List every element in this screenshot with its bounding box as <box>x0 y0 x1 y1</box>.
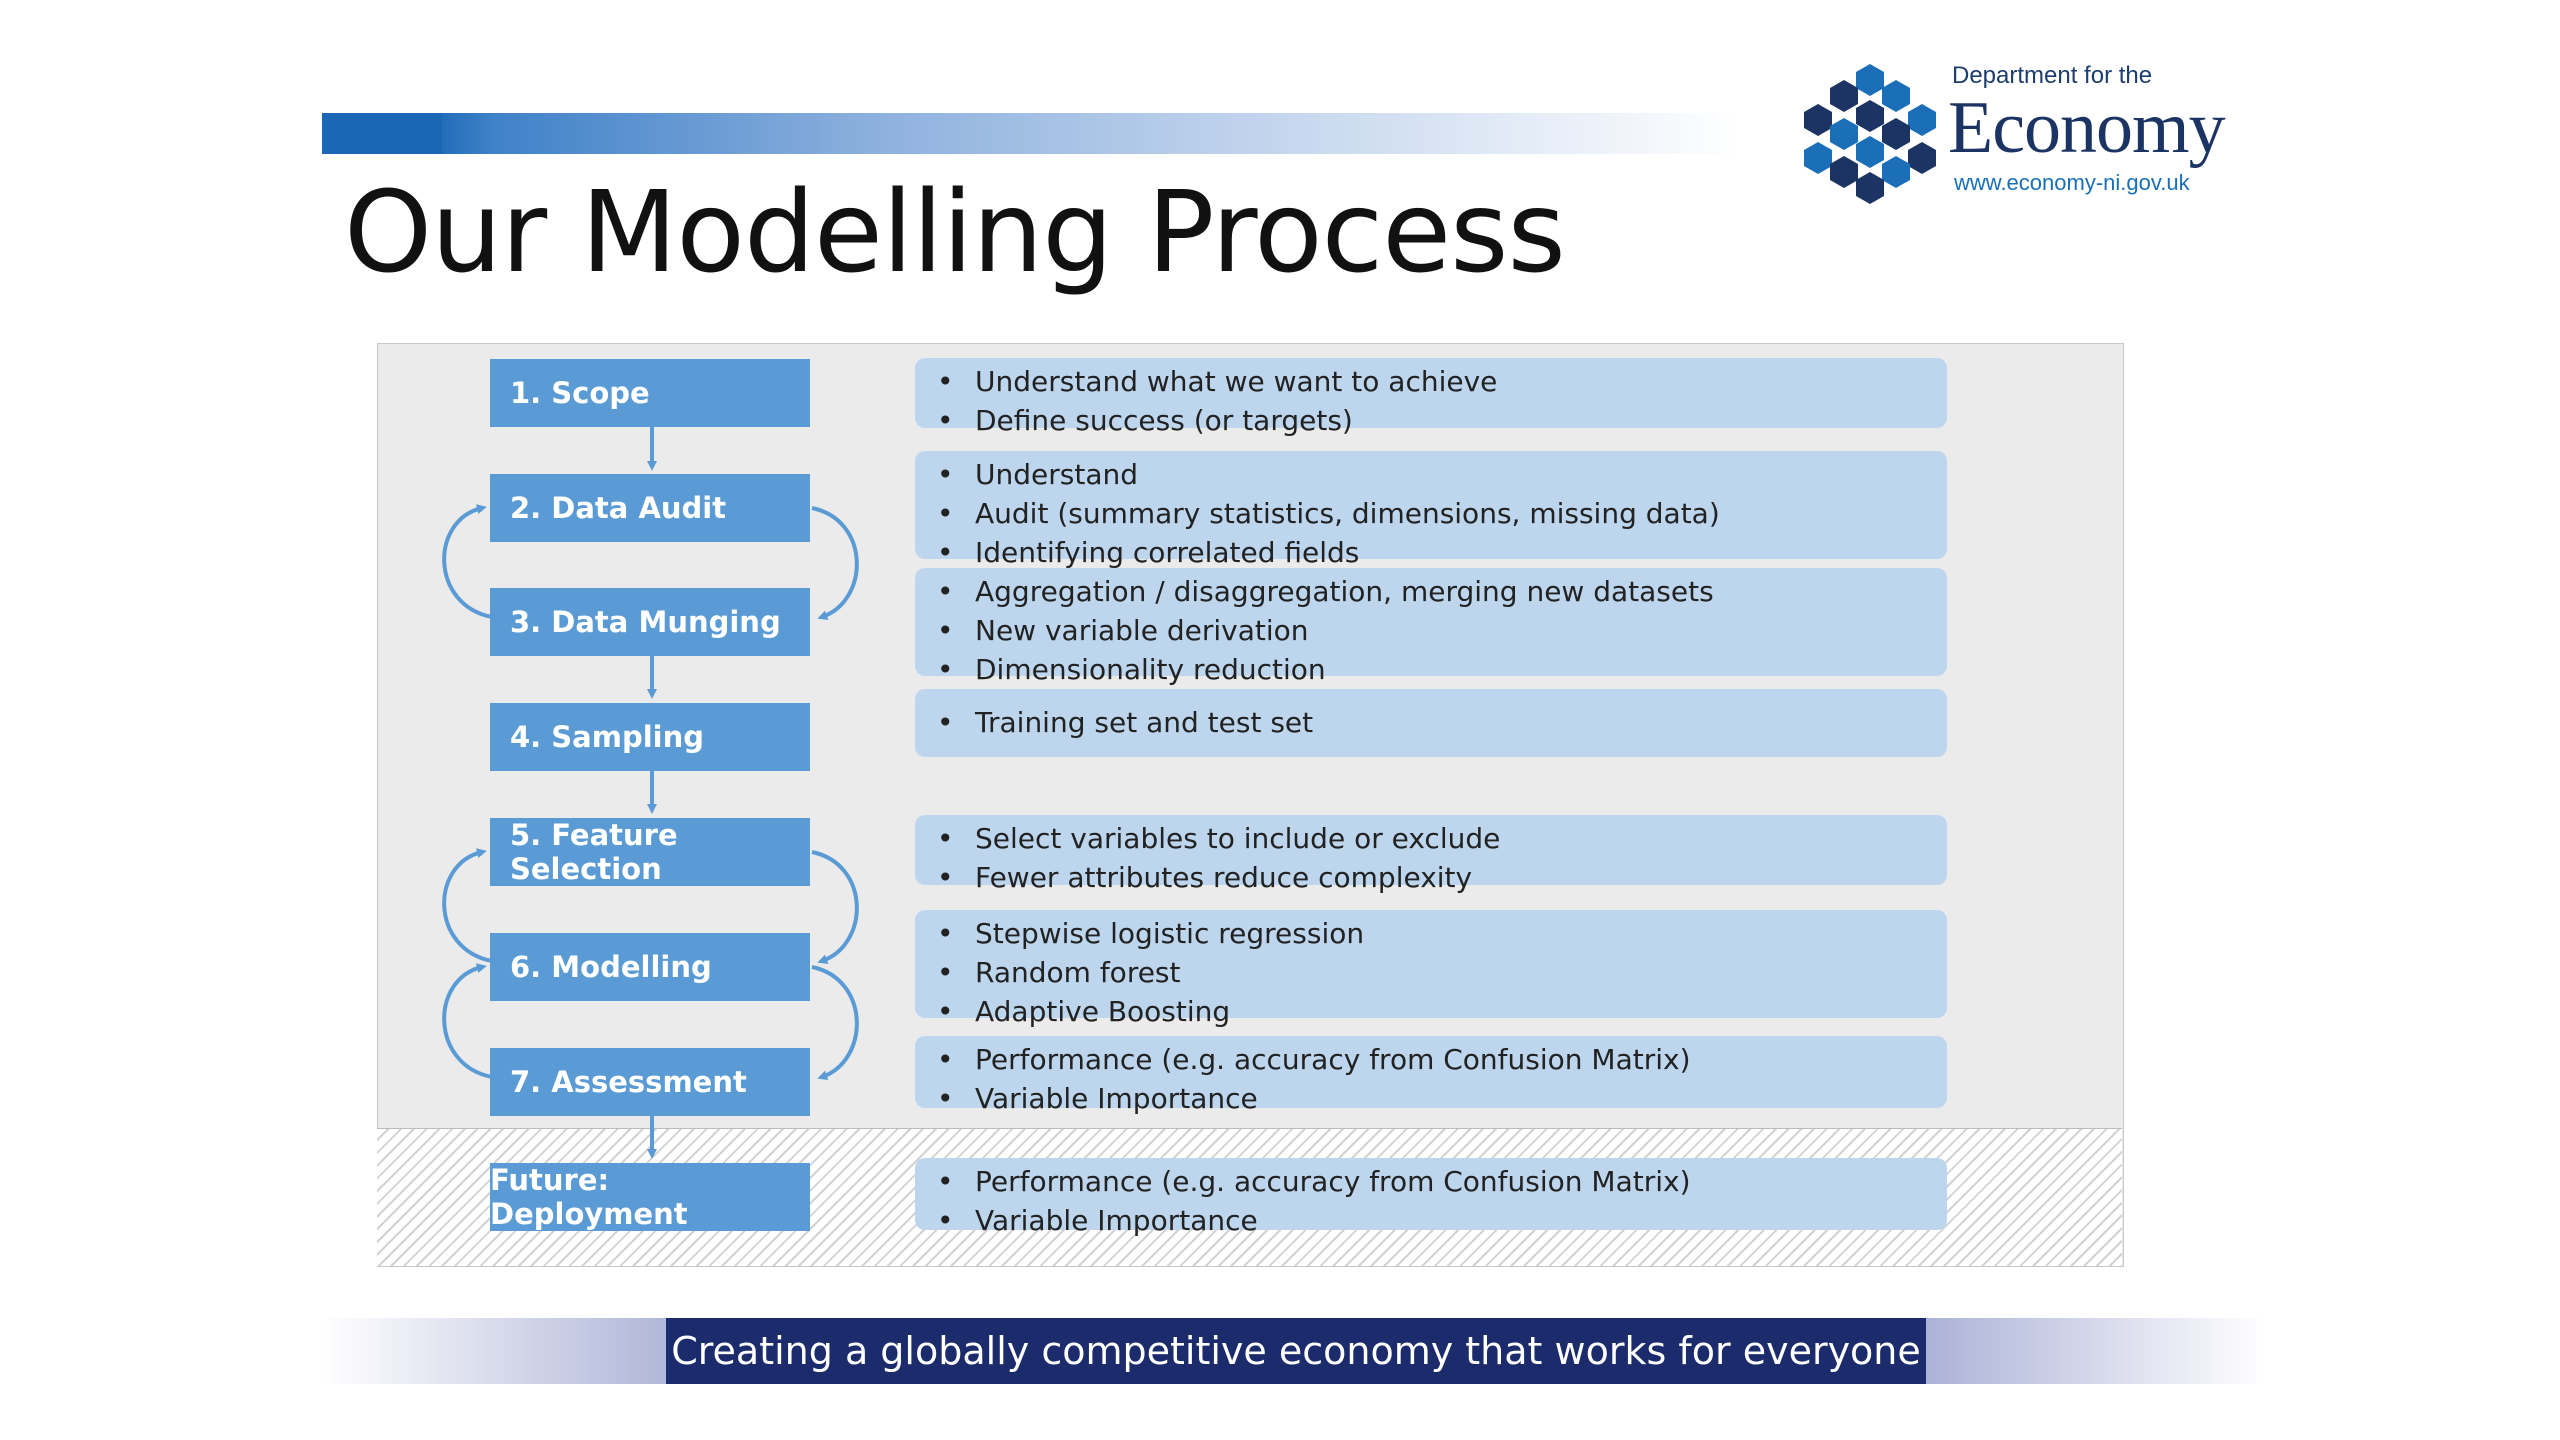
bullet: Aggregation / disaggregation, merging ne… <box>937 572 1947 611</box>
bullet: Define success (or targets) <box>937 401 1947 440</box>
slide-title: Our Modelling Process <box>344 168 1566 298</box>
bullet: Performance (e.g. accuracy from Confusio… <box>937 1040 1947 1079</box>
step-scope: 1. Scope <box>490 359 810 427</box>
step-assessment: 7. Assessment <box>490 1048 810 1116</box>
loop-modelling-to-assessment <box>811 965 859 1081</box>
step-modelling: 6. Modelling <box>490 933 810 1001</box>
logo-name-text: Economy <box>1948 87 2226 169</box>
bullet: Select variables to include or exclude <box>937 819 1947 858</box>
desc-data-audit: Understand Audit (summary statistics, di… <box>915 451 1947 572</box>
loop-audit-to-munging <box>811 506 859 621</box>
bullet: New variable derivation <box>937 611 1947 650</box>
step-data-munging: 3. Data Munging <box>490 588 810 656</box>
step-feature-selection: 5. Feature Selection <box>490 818 810 886</box>
hexagon-cluster-icon <box>1804 64 1936 204</box>
bullet: Adaptive Boosting <box>937 992 1947 1031</box>
logo-url-text: www.economy-ni.gov.uk <box>1954 170 2190 195</box>
department-logo: Department for the Economy www.economy-n… <box>1800 60 2240 210</box>
step-sampling: 4. Sampling <box>490 703 810 771</box>
desc-modelling: Stepwise logistic regression Random fore… <box>915 910 1947 1031</box>
bullet: Understand what we want to achieve <box>937 362 1947 401</box>
logo-department-text: Department for the <box>1952 62 2153 89</box>
header-accent-block <box>322 113 442 154</box>
bullet: Variable Importance <box>937 1079 1947 1118</box>
bullet: Stepwise logistic regression <box>937 914 1947 953</box>
bullet: Identifying correlated fields <box>937 533 1947 572</box>
loop-assessment-to-modelling <box>442 963 493 1079</box>
loop-modelling-to-feature <box>442 848 493 963</box>
bullet: Training set and test set <box>937 703 1947 742</box>
bullet: Fewer attributes reduce complexity <box>937 858 1947 897</box>
bullet: Performance (e.g. accuracy from Confusio… <box>937 1162 1947 1201</box>
header-gradient-bar <box>322 113 1740 154</box>
desc-sampling: Training set and test set <box>915 689 1947 757</box>
bullet: Dimensionality reduction <box>937 650 1947 689</box>
bullet: Understand <box>937 455 1947 494</box>
desc-scope: Understand what we want to achieve Defin… <box>915 358 1947 440</box>
footer-tagline: Creating a globally competitive economy … <box>666 1318 1926 1384</box>
bullet: Random forest <box>937 953 1947 992</box>
desc-future-deployment: Performance (e.g. accuracy from Confusio… <box>915 1158 1947 1240</box>
desc-data-munging: Aggregation / disaggregation, merging ne… <box>915 568 1947 689</box>
desc-assessment: Performance (e.g. accuracy from Confusio… <box>915 1036 1947 1118</box>
loop-feature-to-modelling <box>811 850 859 965</box>
step-future-deployment: Future: Deployment <box>490 1163 810 1231</box>
step-data-audit: 2. Data Audit <box>490 474 810 542</box>
bullet: Variable Importance <box>937 1201 1947 1240</box>
desc-feature-selection: Select variables to include or exclude F… <box>915 815 1947 897</box>
loop-munging-to-audit <box>442 504 493 619</box>
bullet: Audit (summary statistics, dimensions, m… <box>937 494 1947 533</box>
